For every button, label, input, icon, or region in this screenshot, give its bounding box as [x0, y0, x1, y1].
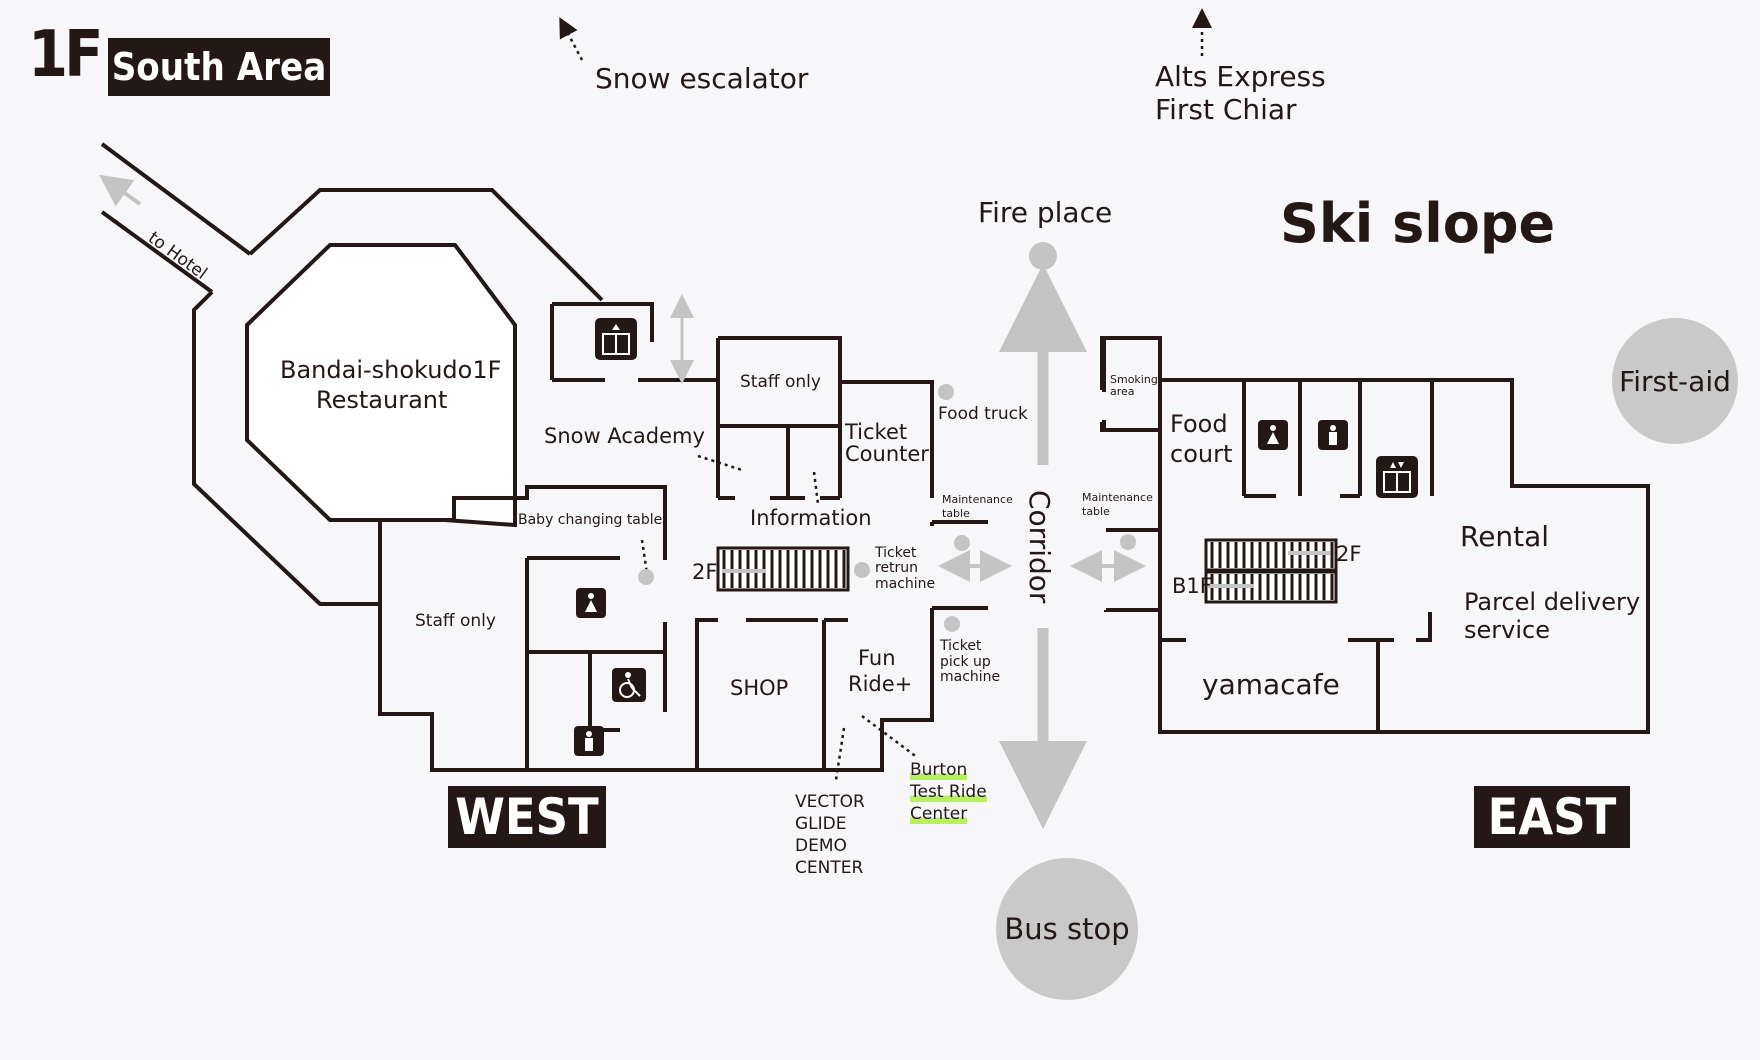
snow-academy-label: Snow Academy: [544, 424, 705, 448]
west-maintenance-label-2: table: [942, 507, 970, 520]
snow-escalator-arrow: [559, 17, 584, 61]
vector-glide-label-4: CENTER: [795, 858, 864, 878]
west-escalator: [716, 546, 850, 592]
information-label: Information: [750, 506, 872, 530]
hotel-walkway: [100, 142, 252, 294]
east-building: [1100, 336, 1650, 734]
fire-place-label: Fire place: [978, 196, 1113, 229]
fun-ride-label-1: Fun: [858, 646, 896, 670]
alts-express-label-2: First Chiar: [1155, 93, 1297, 126]
restaurant-type: Restaurant: [316, 386, 448, 414]
equipment-markers: [638, 242, 1136, 632]
east-escalator: [1204, 538, 1338, 604]
ticket-counter-label-1: Ticket: [845, 420, 908, 444]
corridor-label: Corridor: [1023, 490, 1056, 604]
food-court-label-1: Food: [1170, 410, 1228, 438]
female-toilet-icon-east: [1258, 420, 1288, 450]
elevator-icon-east: [1376, 456, 1418, 498]
staff-only-top-label: Staff only: [740, 372, 821, 392]
ticket-return-label-1: Ticket: [875, 545, 917, 561]
smoking-area-label-2: area: [1110, 385, 1135, 398]
east-maintenance-label-2: table: [1082, 505, 1110, 518]
bus-stop-circle: Bus stop: [996, 858, 1138, 1000]
baby-changing-label: Baby changing table: [518, 512, 663, 528]
alts-express-label-1: Alts Express: [1155, 60, 1326, 93]
fun-ride-label-2: Ride+: [848, 672, 913, 696]
east-escalator-2f-label: 2F: [1336, 542, 1362, 566]
leader-lines: [640, 454, 919, 781]
burton-label-2: Test Ride: [910, 782, 987, 802]
parcel-delivery-label-2: service: [1464, 616, 1550, 644]
burton-label-3: Center: [910, 804, 968, 824]
vector-glide-label-3: DEMO: [795, 836, 847, 856]
ticket-pickup-label-1: Ticket: [940, 638, 982, 654]
west-maintenance-label-1: Maintenance: [942, 493, 1013, 506]
ticket-return-label-3: machine: [875, 576, 936, 592]
east-maintenance-label-1: Maintenance: [1082, 491, 1153, 504]
smoking-area-label-1: Smoking: [1110, 373, 1158, 386]
food-truck-label: Food truck: [938, 404, 1028, 424]
restaurant-building: [192, 188, 604, 606]
bus-stop-label: Bus stop: [1004, 912, 1130, 946]
shop-label: SHOP: [730, 676, 789, 700]
snow-escalator-label: Snow escalator: [595, 62, 809, 95]
west-escalator-2f-label: 2F: [692, 560, 718, 584]
ticket-return-label-2: retrun: [875, 560, 919, 576]
male-toilet-icon-west: [574, 726, 604, 756]
ticket-pickup-label-3: machine: [940, 669, 1001, 685]
area-badge: South Area: [108, 38, 330, 96]
ski-slope-label: Ski slope: [1280, 192, 1556, 255]
staff-only-left-label: Staff only: [415, 611, 496, 631]
east-badge: EAST: [1474, 786, 1630, 848]
vector-glide-label-1: VECTOR: [795, 792, 865, 812]
food-court-label-2: court: [1170, 440, 1233, 468]
elevator-icon-west: [595, 318, 637, 360]
west-badge: WEST: [448, 786, 606, 848]
east-escalator-b1f-label: B1F: [1172, 574, 1212, 598]
smoking-area-box: [1102, 336, 1160, 432]
parcel-delivery-label-1: Parcel delivery: [1464, 588, 1641, 616]
female-toilet-icon-west: [576, 588, 606, 618]
ticket-counter-label-2: Counter: [845, 442, 929, 466]
yamacafe-label: yamacafe: [1202, 668, 1340, 701]
male-toilet-icon-east: [1318, 420, 1348, 450]
first-aid-label: First-aid: [1619, 364, 1731, 398]
ticket-pickup-label-2: pick up: [940, 654, 991, 670]
floor-label: 1F: [28, 18, 103, 92]
wheelchair-icon: [612, 668, 646, 702]
restaurant-name: Bandai-shokudo1F: [280, 356, 502, 384]
to-hotel-arrow: [98, 174, 142, 207]
burton-label-1: Burton: [910, 760, 968, 780]
first-aid-circle: First-aid: [1612, 318, 1738, 444]
rental-label: Rental: [1460, 520, 1550, 553]
vector-glide-label-2: GLIDE: [795, 814, 847, 834]
